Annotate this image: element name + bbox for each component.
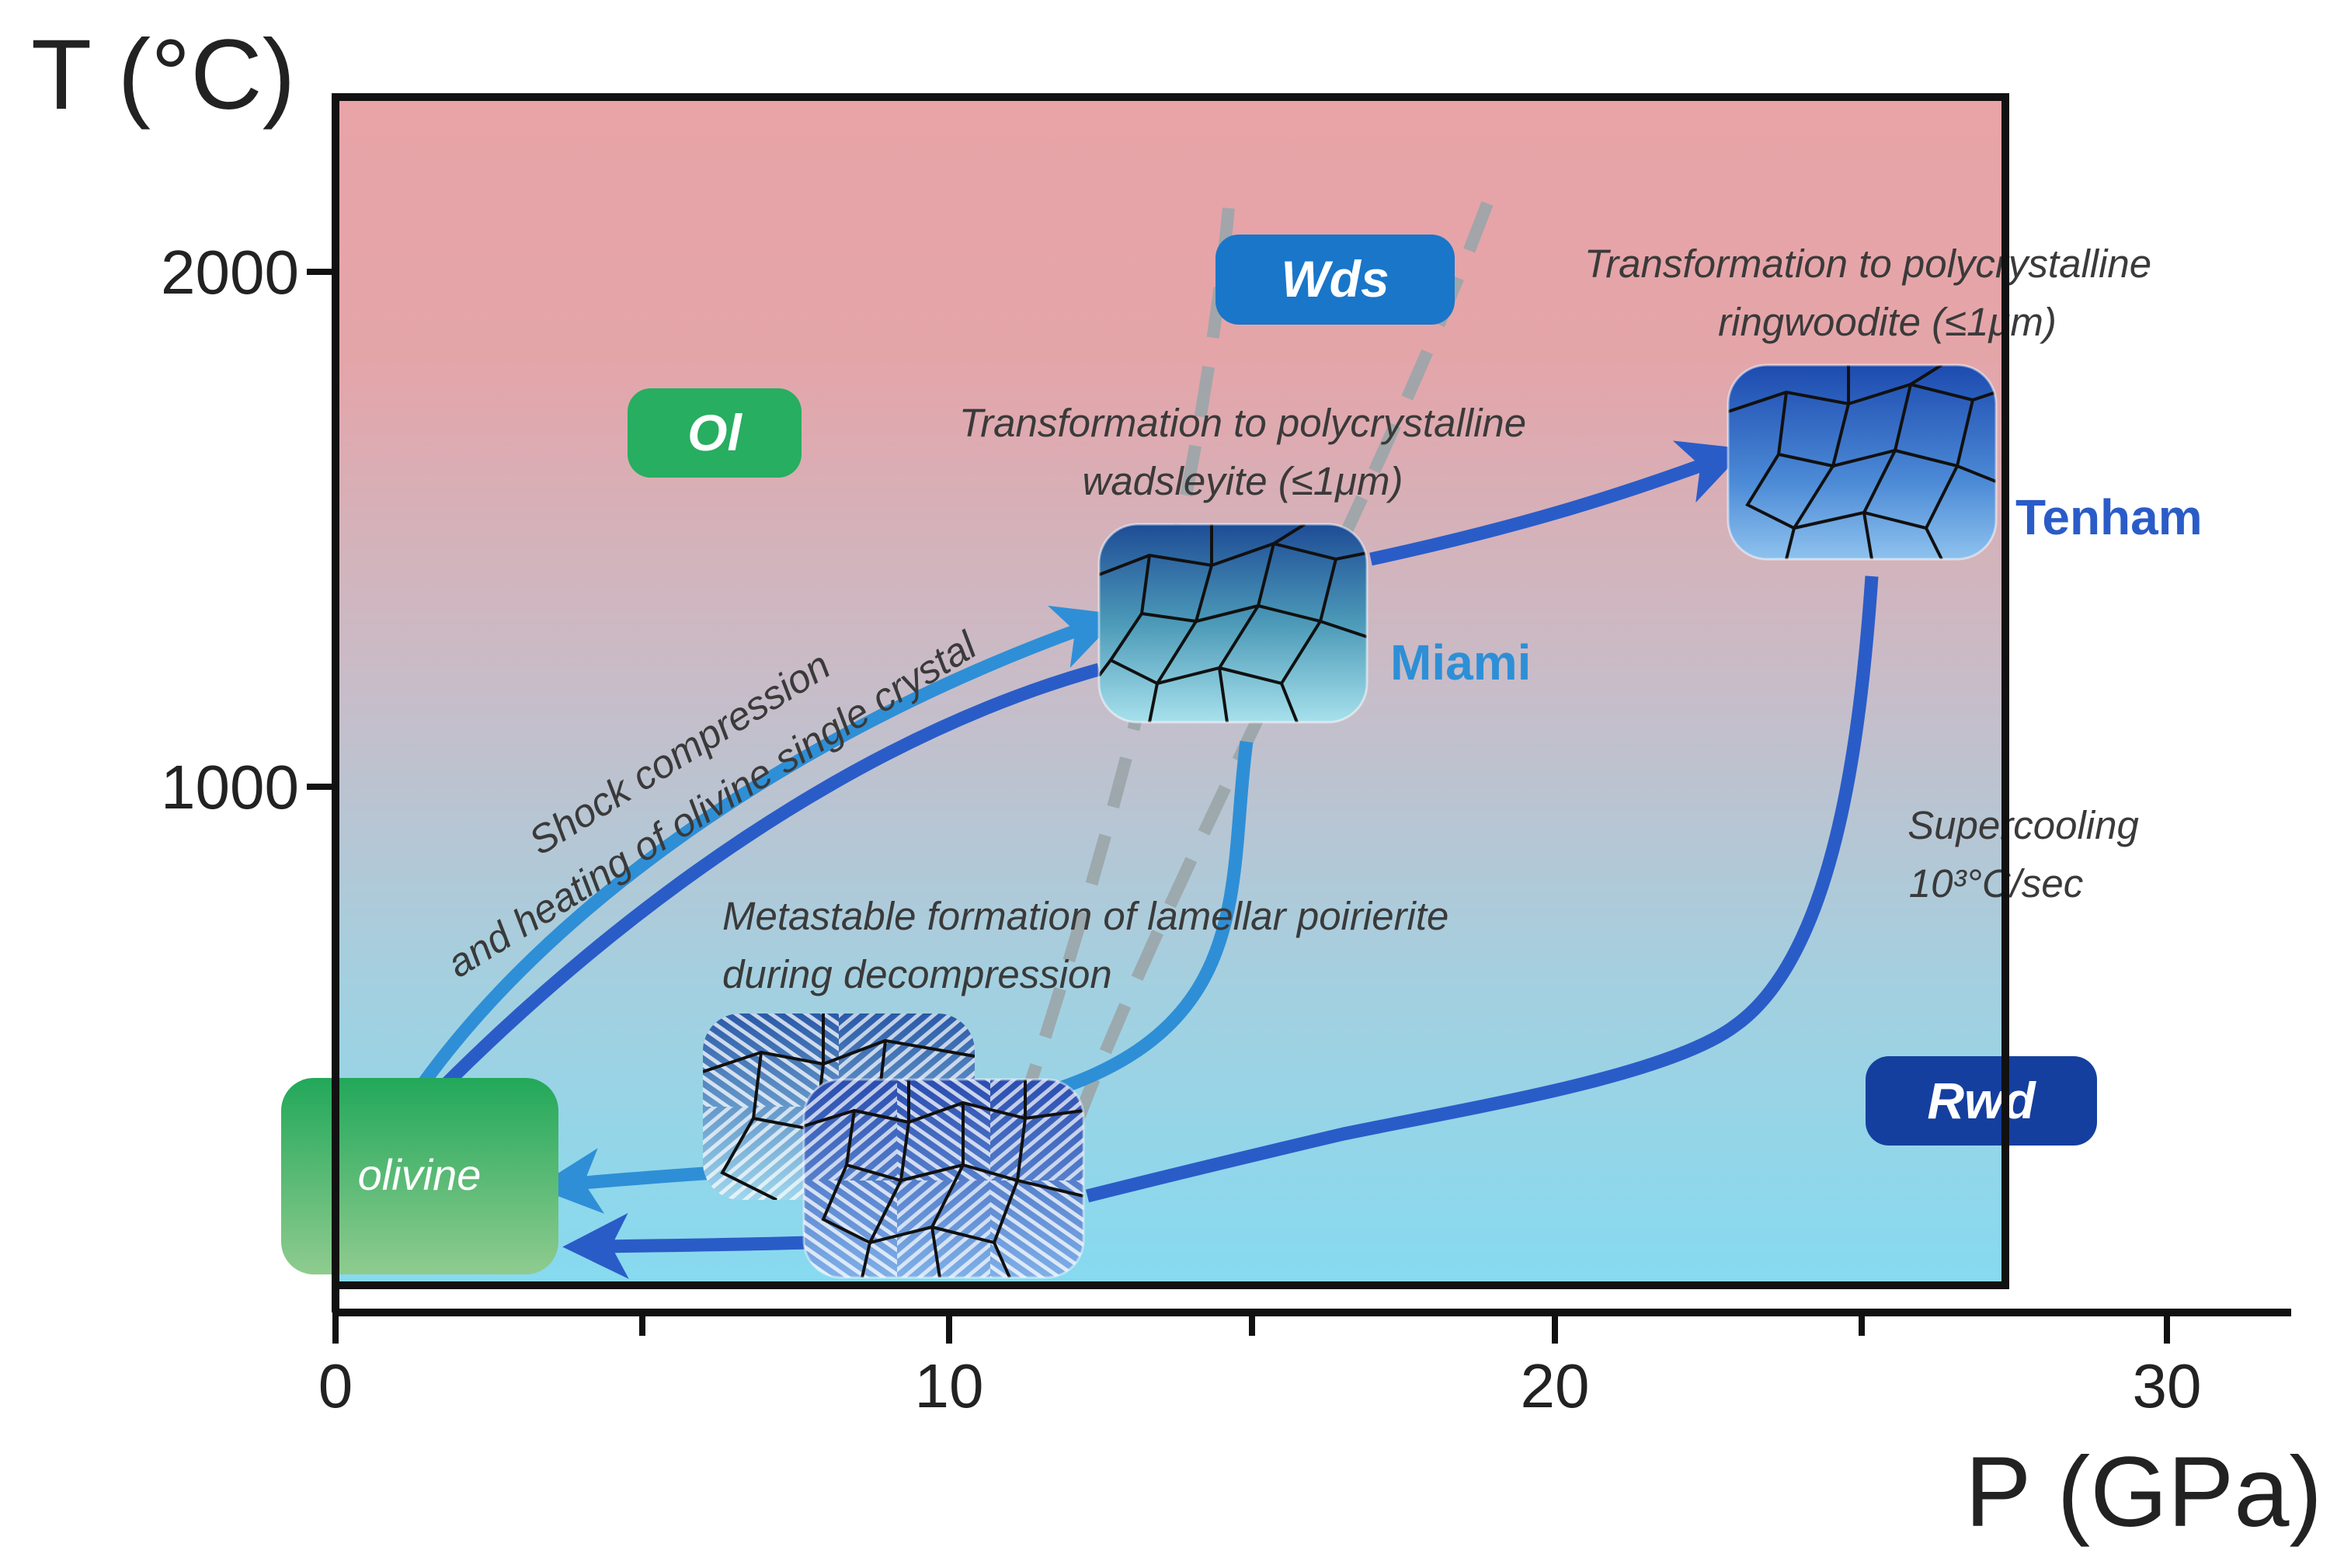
olivine-box — [281, 1078, 558, 1274]
lamellar-texture-tenham — [804, 1080, 1083, 1278]
tenham-return-arrow — [562, 1212, 809, 1279]
poirierite-note-line2: during decompression — [722, 952, 1112, 996]
miami-return-arrow — [535, 1148, 715, 1214]
supercooling-note-line2: 10³°C/sec — [1909, 861, 2083, 906]
miami-path — [418, 605, 1254, 1214]
x-axis-title: P (GPa) — [1965, 1437, 2322, 1548]
x-tick-label-10: 10 — [915, 1351, 984, 1420]
poirierite-note-line1: Metastable formation of lamellar poirier… — [722, 894, 1448, 938]
ol-badge — [628, 388, 802, 478]
wadsleyite-note-line2: wadsleyite (≤1μm) — [1082, 459, 1403, 503]
lamellar-texture-tenham-frame — [802, 1078, 1085, 1279]
miami-decompression-line — [1031, 740, 1254, 1104]
miami-texture-frame — [1097, 523, 1368, 724]
ringwoodite-note-line1: Transformation to polycrystalline — [1584, 242, 2151, 286]
rwd-badge — [1866, 1056, 2097, 1146]
x-axis: 0 10 20 30 P (GPa) — [318, 1309, 2322, 1548]
tenham-path — [437, 440, 1879, 1279]
ol-badge-label: Ol — [687, 404, 742, 461]
x-tick-label-30: 30 — [2133, 1351, 2202, 1420]
tenham-supercooling-line — [1085, 575, 1879, 1203]
olivine-label: olivine — [358, 1150, 482, 1199]
x-tick-label-0: 0 — [318, 1351, 353, 1420]
tenham-compression-arrow — [1369, 440, 1747, 566]
supercooling-note-line1: Supercooling — [1908, 803, 2139, 847]
x-tick-label-20: 20 — [1521, 1351, 1590, 1420]
y-axis: 2000 1000 T (°C) — [31, 19, 339, 1312]
wadsleyite-note-line1: Transformation to polycrystalline — [959, 401, 1526, 445]
y-tick-label-2000: 2000 — [161, 238, 299, 307]
y-axis-title: T (°C) — [31, 19, 295, 130]
miami-compression-arrow — [418, 605, 1122, 1087]
ringwoodite-note-line2: ringwoodite (≤1μm) — [1718, 300, 2057, 344]
y-tick-label-1000: 1000 — [161, 753, 299, 822]
rwd-badge-label: Rwd — [1927, 1072, 2036, 1129]
tenham-compression-line — [437, 662, 1101, 1093]
tenham-label: Tenham — [2015, 489, 2203, 545]
tenham-texture-frame — [1727, 363, 1998, 561]
wds-badge-label: Wds — [1281, 250, 1389, 308]
tenham-texture — [1728, 365, 1996, 559]
miami-texture — [1099, 524, 1367, 722]
wds-badge — [1215, 235, 1455, 325]
miami-label: Miami — [1390, 635, 1531, 690]
